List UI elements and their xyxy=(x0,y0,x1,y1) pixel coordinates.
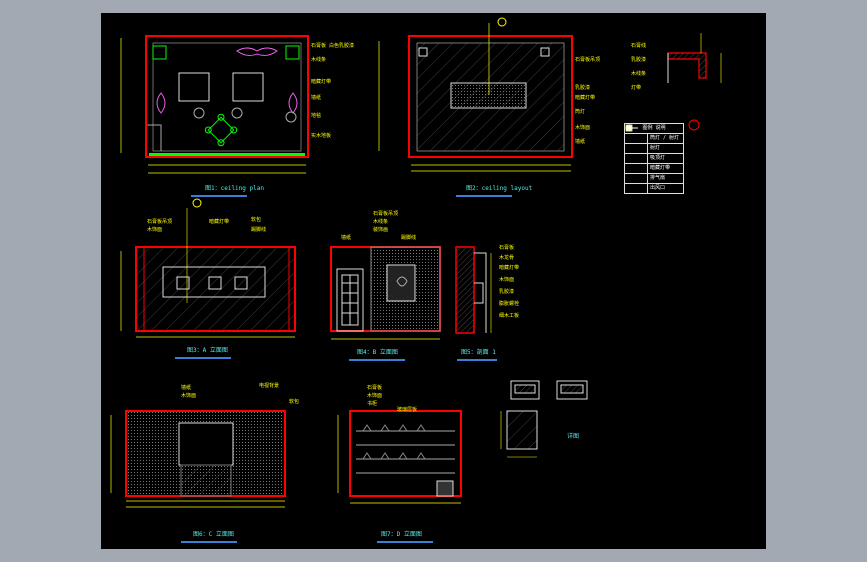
elevation-a-drawing[interactable] xyxy=(120,198,296,338)
legend-row: 排气扇 xyxy=(625,124,683,184)
caption-detail: 详图 xyxy=(567,433,580,440)
cornice-detail[interactable] xyxy=(667,33,722,131)
legend-row: 暗藏灯带 xyxy=(625,127,683,174)
cad-canvas[interactable]: 图1：ceiling plan 图2：ceiling layout 图3：A 立… xyxy=(101,13,766,549)
caption-underline xyxy=(175,357,231,359)
elevation-a-note: 暗藏灯带 xyxy=(209,219,230,225)
detail-note: 灯带 xyxy=(631,85,642,91)
section-note: 木饰面 xyxy=(499,277,515,283)
elevation-a-note: 踢脚线 xyxy=(251,227,267,233)
elevation-c-note: 电视背景 xyxy=(259,383,280,389)
elevation-a-note: 软包 xyxy=(251,217,262,223)
caption-underline xyxy=(349,359,405,361)
caption-underline xyxy=(456,195,512,197)
legend-label: 出风口 xyxy=(650,185,666,191)
section-drawing[interactable] xyxy=(455,246,492,334)
legend-row: 出风口 xyxy=(625,124,683,193)
elevation-b-note: 装饰画 xyxy=(373,227,389,233)
elevation-a-note: 石膏板吊顶 xyxy=(147,219,173,225)
ceiling-lamp-icon xyxy=(625,124,648,163)
plan-note: 实木地板 xyxy=(311,133,332,139)
legend-table: 图例 说明 筒灯 / 射灯 射灯 吸顶灯 暗藏灯带 排气扇 出风口 xyxy=(624,123,684,194)
plan-note: 地毯 xyxy=(311,113,322,119)
legend-row: 射灯 xyxy=(625,125,683,154)
elevation-b-note: 石膏板吊顶 xyxy=(373,211,399,217)
legend-row: 吸顶灯 xyxy=(625,124,683,164)
elevation-b-note: 踢脚线 xyxy=(401,235,417,241)
ceiling-note: 乳胶漆 xyxy=(575,85,591,91)
legend-label: 射灯 xyxy=(650,145,661,151)
section-note: 木龙骨 xyxy=(499,255,515,261)
elevation-c-drawing[interactable] xyxy=(110,410,286,508)
ceiling-note: 墙纸 xyxy=(575,139,586,145)
caption-elevation-a: 图3：A 立面图 xyxy=(187,347,228,354)
legend-label: 暗藏灯带 xyxy=(650,165,671,171)
detail-note: 乳胶漆 xyxy=(631,57,647,63)
legend-label: 排气扇 xyxy=(650,175,666,181)
elevation-b-drawing[interactable] xyxy=(330,246,441,340)
detail-note: 木线条 xyxy=(631,71,647,77)
caption-elevation-c: 图6：C 立面图 xyxy=(193,531,234,538)
elevation-d-note: 书柜 xyxy=(367,401,378,407)
elevation-d-note: 木饰面 xyxy=(367,393,383,399)
caption-plan: 图1：ceiling plan xyxy=(205,185,264,192)
exhaust-fan-icon xyxy=(625,124,648,183)
section-note: 细木工板 xyxy=(499,313,520,319)
elevation-a-note: 木饰面 xyxy=(147,227,163,233)
legend-label: 筒灯 / 射灯 xyxy=(650,135,680,141)
spotlight-icon xyxy=(625,125,648,153)
elevation-c-note: 软包 xyxy=(289,399,300,405)
legend-title: 图例 说明 xyxy=(625,124,683,134)
ceiling-note: 筒灯 xyxy=(575,109,586,115)
plan-note: 石膏板 白色乳胶漆 xyxy=(311,43,355,49)
legend-label: 吸顶灯 xyxy=(650,155,666,161)
strip-light-icon xyxy=(625,127,648,173)
downlight-icon xyxy=(625,125,648,143)
caption-section: 图5：剖面 1 xyxy=(461,349,496,356)
section-note: 石膏板 xyxy=(499,245,515,251)
elevation-c-note: 木饰面 xyxy=(181,393,197,399)
plan-note: 墙纸 xyxy=(311,95,322,101)
elevation-d-note: 玻璃层板 xyxy=(397,407,418,413)
caption-ceiling: 图2：ceiling layout xyxy=(466,185,533,192)
legend-row: 筒灯 / 射灯 xyxy=(625,125,683,144)
plan-note: 暗藏灯带 xyxy=(311,79,332,85)
vent-icon xyxy=(625,124,648,193)
plan-note: 木线条 xyxy=(311,57,327,63)
ceiling-note: 暗藏灯带 xyxy=(575,95,596,101)
caption-underline xyxy=(181,541,237,543)
caption-elevation-d: 图7：D 立面图 xyxy=(381,531,422,538)
elevation-b-note: 木线条 xyxy=(373,219,389,225)
fixture-detail[interactable] xyxy=(500,380,588,458)
ceiling-note: 石膏板吊顶 xyxy=(575,57,601,63)
ceiling-note: 木饰面 xyxy=(575,125,591,131)
caption-underline xyxy=(377,541,433,543)
plan-drawing[interactable] xyxy=(120,35,309,174)
caption-underline xyxy=(191,195,247,197)
caption-underline xyxy=(457,359,497,361)
section-note: 膨胀螺栓 xyxy=(499,301,520,307)
detail-note: 石膏线 xyxy=(631,43,647,49)
caption-elevation-b: 图4：B 立面图 xyxy=(357,349,398,356)
elevation-c-note: 墙纸 xyxy=(181,385,192,391)
elevation-d-drawing[interactable] xyxy=(337,410,462,504)
elevation-d-note: 石膏板 xyxy=(367,385,383,391)
ceiling-drawing[interactable] xyxy=(378,17,573,172)
drawing-viewport[interactable] xyxy=(101,13,766,549)
section-note: 乳胶漆 xyxy=(499,289,515,295)
elevation-b-note: 墙纸 xyxy=(341,235,352,241)
section-note: 暗藏灯带 xyxy=(499,265,520,271)
